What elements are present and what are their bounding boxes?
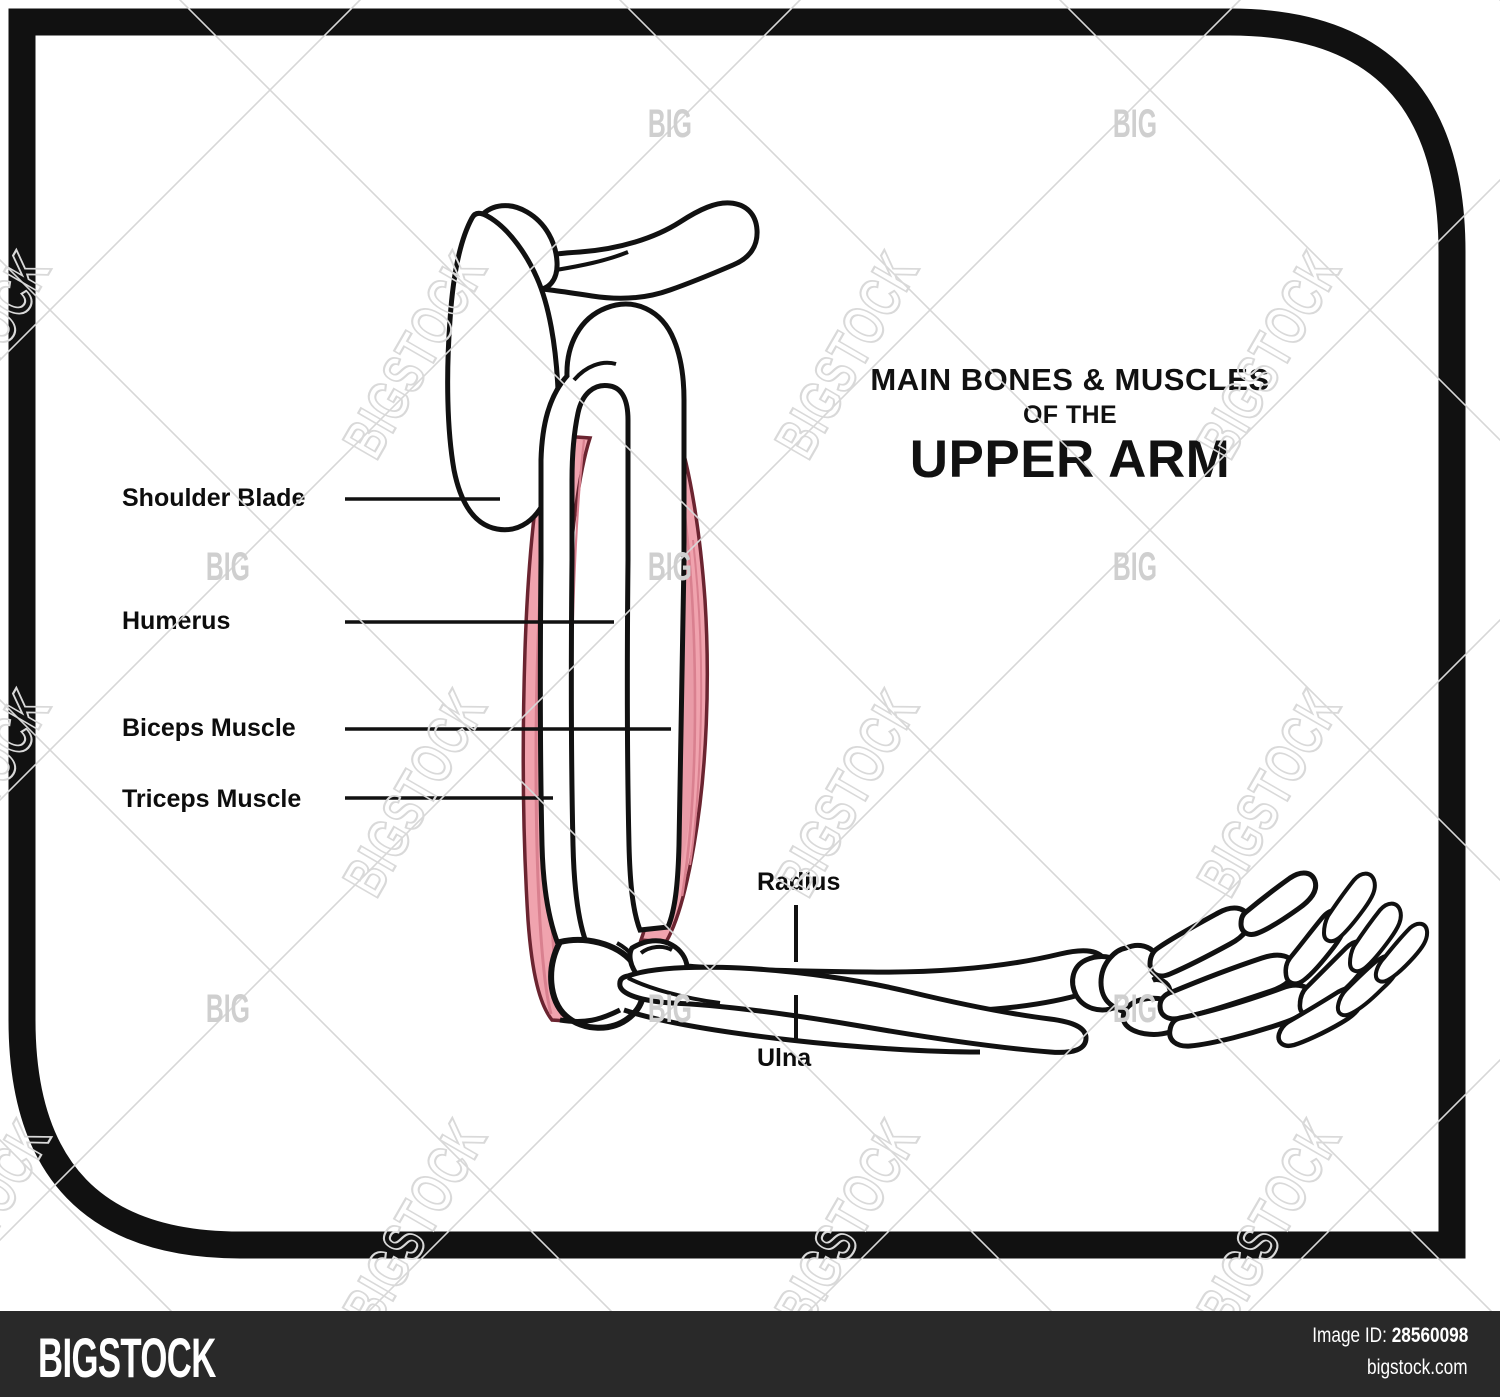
label-ulna: Ulna [757,1044,812,1072]
image-id-label: Image ID: [1311,1324,1387,1347]
label-radius: Radius [757,868,841,896]
bigstock-footer-bar: BIGSTOCK Image ID: 28560098 bigstock.com [0,1311,1500,1397]
label-triceps-muscle: Triceps Muscle [122,785,302,813]
upper-arm-anatomy-illustration [345,200,1430,1055]
page-title: UPPER ARM [909,430,1231,489]
label-biceps-muscle: Biceps Muscle [122,714,296,742]
humerus-bone [537,301,687,1031]
title-line-1: MAIN BONES & MUSCLES [870,362,1270,397]
bigstock-logo: BIGSTOCK [38,1326,216,1389]
label-humerus: Humerus [122,607,231,635]
image-id-value: 28560098 [1391,1324,1468,1347]
image-id-text: Image ID: 28560098 [1312,1324,1468,1348]
label-shoulder-blade: Shoulder Blade [122,484,306,512]
title-line-2: OF THE [1022,401,1118,429]
bigstock-site-url[interactable]: bigstock.com [1367,1356,1468,1379]
